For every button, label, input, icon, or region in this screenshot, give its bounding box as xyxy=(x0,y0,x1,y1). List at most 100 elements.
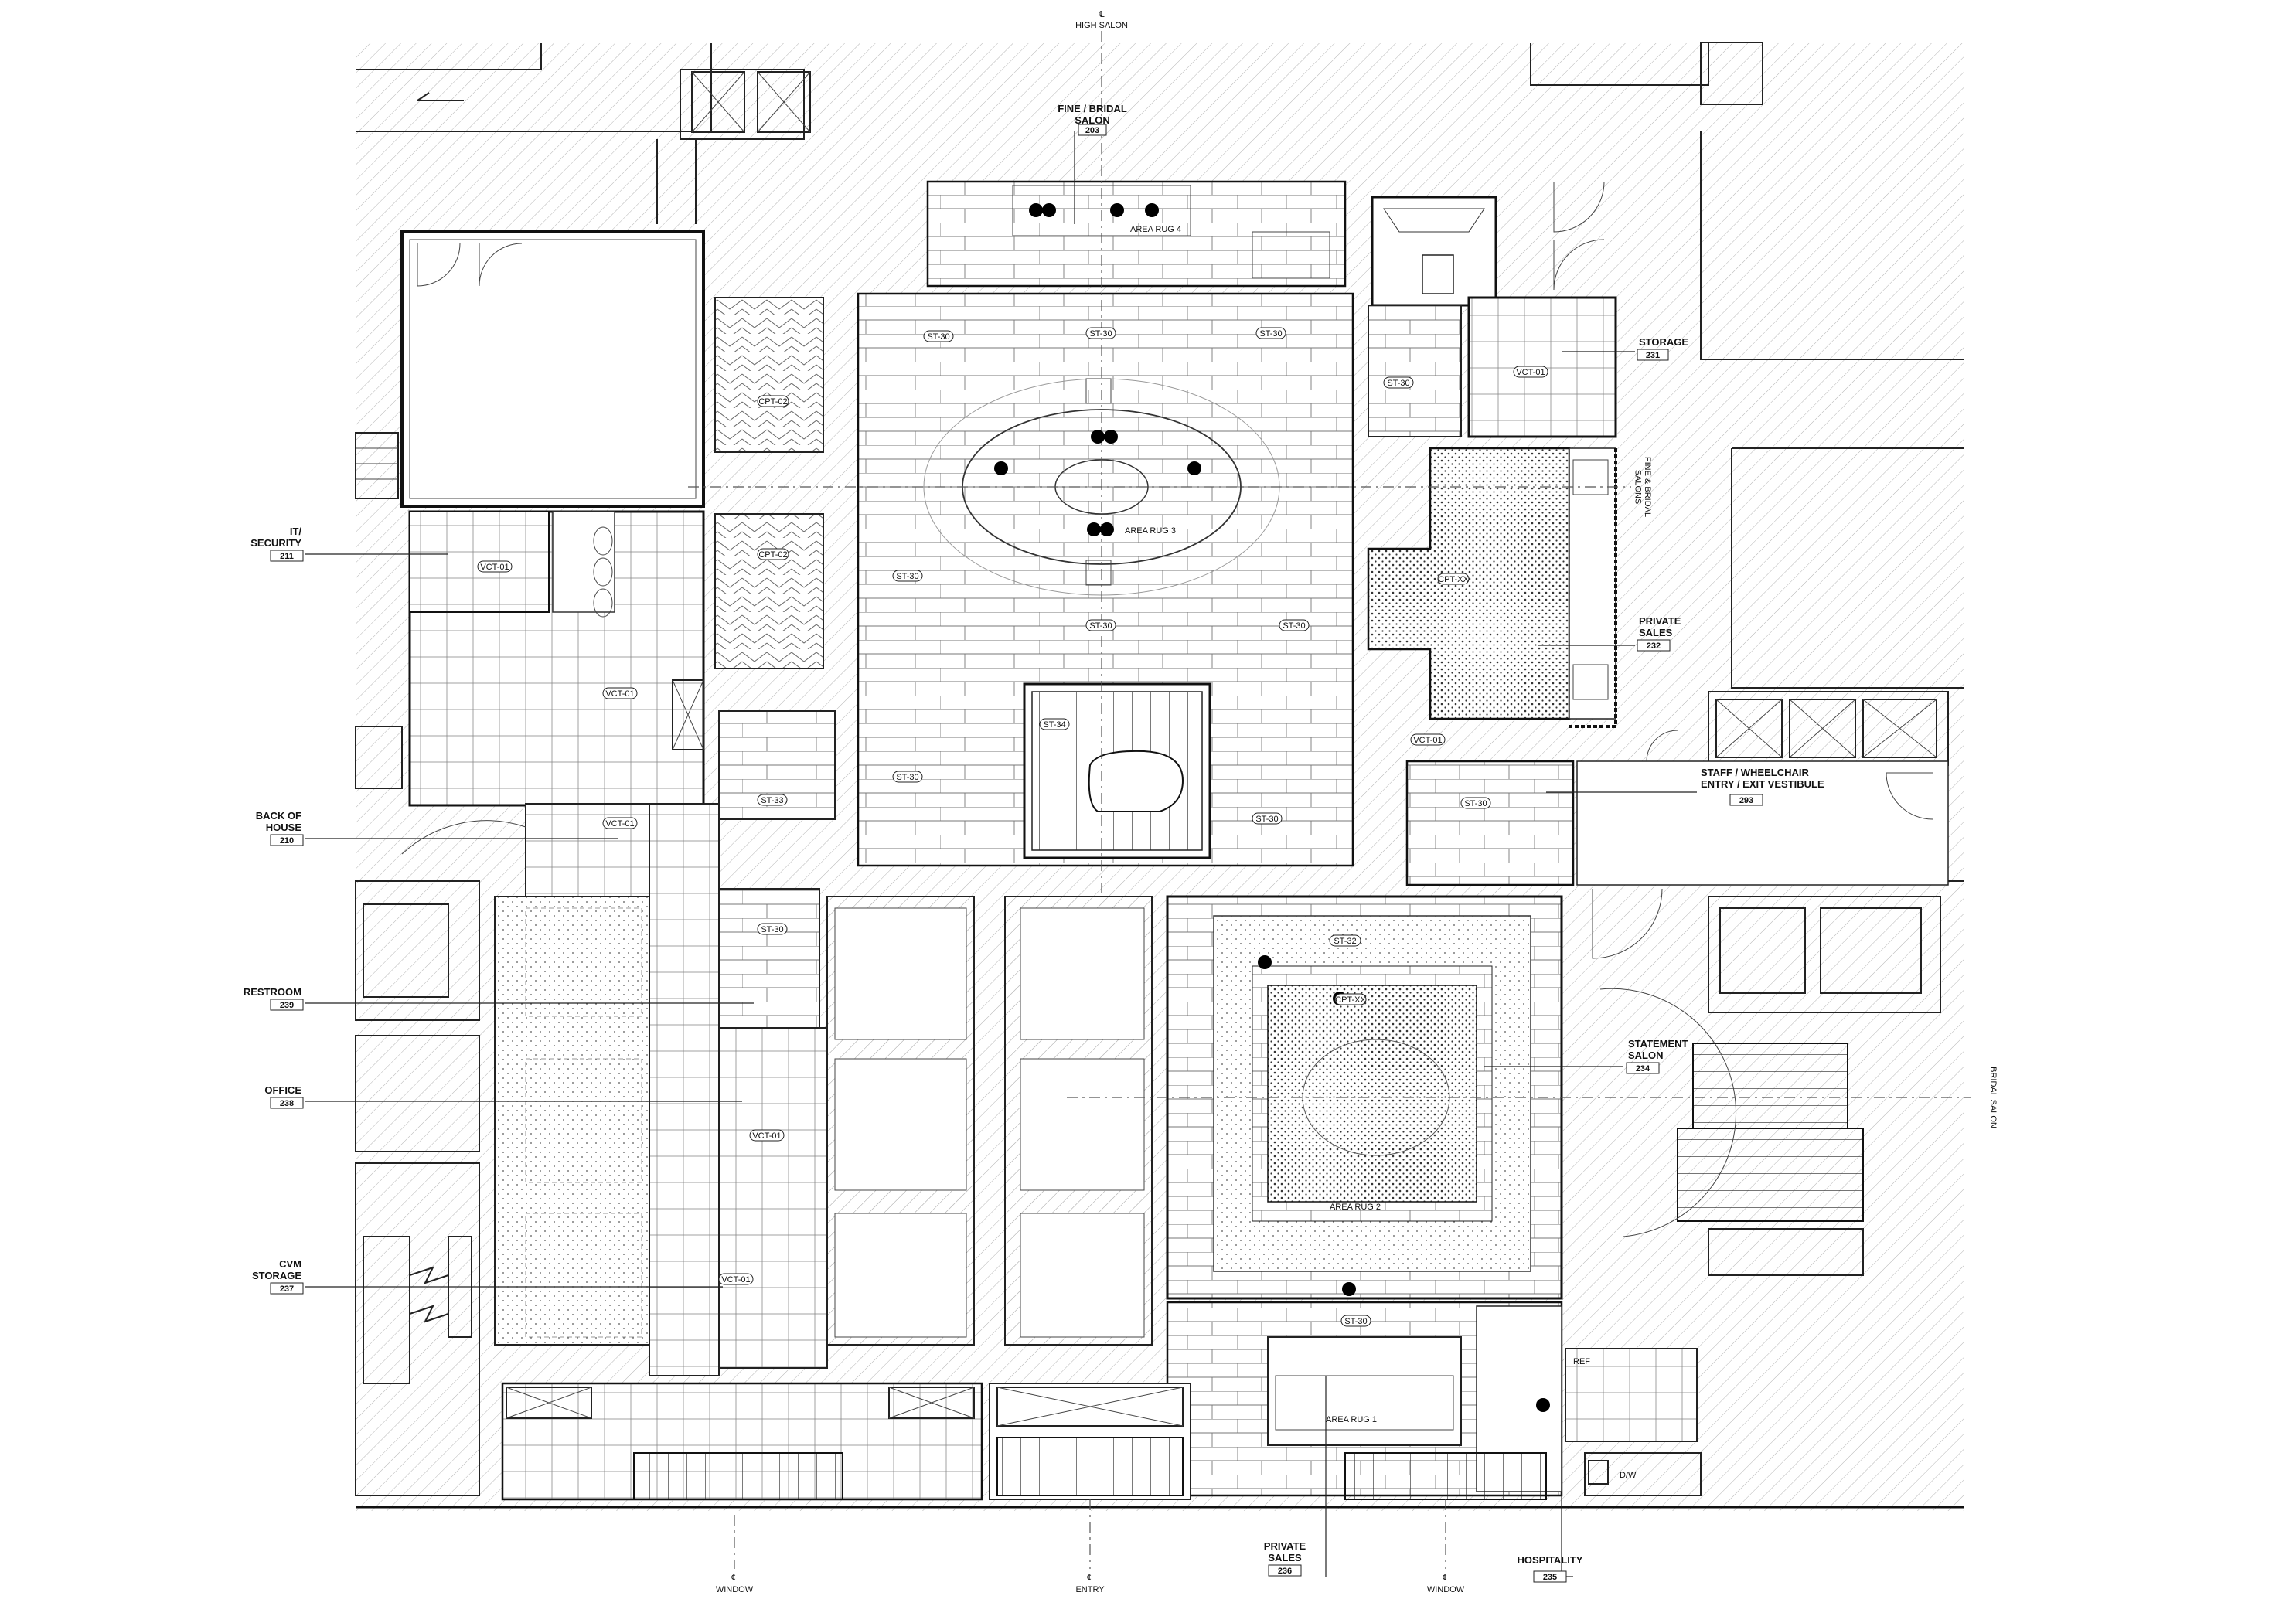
svg-text:WINDOW: WINDOW xyxy=(1427,1585,1465,1594)
fine-bridal-salon-floor xyxy=(857,180,1354,867)
finish-tag: ST-30 xyxy=(892,771,923,783)
cpt-02-strips xyxy=(714,297,836,1029)
svg-text:ST-32: ST-32 xyxy=(1334,937,1356,946)
axis-label-bridal-salon: BRIDAL SALON xyxy=(1988,1067,1998,1128)
svg-text:℄: ℄ xyxy=(731,1574,737,1583)
bottom-window-bays xyxy=(501,1382,1547,1501)
svg-text:HIGH SALON: HIGH SALON xyxy=(1075,21,1128,30)
svg-text:ST-30: ST-30 xyxy=(1464,799,1487,808)
svg-text:WINDOW: WINDOW xyxy=(716,1585,754,1594)
svg-text:℄: ℄ xyxy=(1098,10,1104,19)
svg-text:CPT-XX: CPT-XX xyxy=(1438,575,1469,584)
svg-text:ST-30: ST-30 xyxy=(1089,621,1112,631)
finish-tag: ST-33 xyxy=(757,794,788,806)
svg-text:D/W: D/W xyxy=(1620,1471,1637,1480)
finish-tags: ST-30 ST-30 ST-30 ST-30 ST-30 ST-30 ST-3… xyxy=(477,327,1548,1327)
svg-text:CPT-XX: CPT-XX xyxy=(1335,995,1366,1005)
svg-text:237: 237 xyxy=(280,1284,294,1294)
finish-tag: VCT-01 xyxy=(1410,733,1446,746)
elevator-core xyxy=(1368,181,1605,437)
staff-vestibule xyxy=(1405,730,1949,886)
leader-lines xyxy=(305,131,1697,1577)
axis-label-high-salon: ℄ HIGH SALON xyxy=(1075,10,1128,30)
svg-text:ST-30: ST-30 xyxy=(927,332,949,342)
svg-text:VCT-01: VCT-01 xyxy=(721,1275,750,1284)
svg-text:239: 239 xyxy=(280,1001,294,1010)
axis-label-fine-bridal-salons: FINE & BRIDALSALONS xyxy=(1633,457,1652,517)
svg-text:234: 234 xyxy=(1636,1064,1650,1073)
svg-text:VCT-01: VCT-01 xyxy=(1413,736,1442,745)
svg-text:IT/SECURITY: IT/SECURITY xyxy=(250,526,301,549)
svg-text:235: 235 xyxy=(1543,1573,1557,1582)
svg-text:ST-30: ST-30 xyxy=(761,925,783,934)
finish-tag: VCT-01 xyxy=(602,817,638,829)
lower-rooms xyxy=(1166,1301,1702,1497)
finish-tag: ST-30 xyxy=(1085,327,1116,339)
svg-text:ST-30: ST-30 xyxy=(1259,329,1282,339)
finish-tag: VCT-01 xyxy=(1513,366,1548,378)
svg-text:STORAGE: STORAGE xyxy=(1639,336,1688,348)
svg-text:236: 236 xyxy=(1278,1567,1292,1576)
axis-label-window-right: ℄ WINDOW xyxy=(1427,1574,1465,1594)
svg-text:FINE / BRIDALSALON: FINE / BRIDALSALON xyxy=(1058,103,1127,126)
axis-label-entry: ℄ ENTRY xyxy=(1075,1574,1105,1594)
svg-text:ENTRY: ENTRY xyxy=(1075,1585,1105,1594)
svg-text:℄: ℄ xyxy=(1442,1574,1448,1583)
svg-text:FINE & BRIDALSALONS: FINE & BRIDALSALONS xyxy=(1633,457,1652,517)
finish-tag: ST-30 xyxy=(1460,797,1491,809)
room-label-office: OFFICE 238 xyxy=(264,1084,304,1109)
svg-text:ST-30: ST-30 xyxy=(1387,379,1409,388)
svg-text:VCT-01: VCT-01 xyxy=(480,563,509,572)
svg-text:232: 232 xyxy=(1647,641,1661,651)
svg-text:VCT-01: VCT-01 xyxy=(605,819,634,829)
svg-text:OFFICE: OFFICE xyxy=(264,1084,301,1096)
axis-label-window-left: ℄ WINDOW xyxy=(716,1574,754,1594)
finish-tag: ST-30 xyxy=(757,923,788,935)
room-label-hospitality: HOSPITALITY 235 xyxy=(1518,1554,1583,1583)
finish-tag: ST-30 xyxy=(1252,812,1283,825)
finish-tag: VCT-01 xyxy=(602,687,638,699)
svg-text:ST-30: ST-30 xyxy=(1283,621,1305,631)
left-rooms xyxy=(355,880,480,1496)
finish-tag: ST-30 xyxy=(892,570,923,582)
svg-text:ST-33: ST-33 xyxy=(761,796,783,805)
svg-text:VCT-01: VCT-01 xyxy=(752,1131,781,1141)
svg-text:231: 231 xyxy=(1646,351,1660,360)
svg-text:211: 211 xyxy=(280,552,294,561)
room-label-restroom: RESTROOM 239 xyxy=(244,986,304,1011)
svg-text:ST-30: ST-30 xyxy=(1344,1317,1367,1326)
svg-text:AREA RUG 4: AREA RUG 4 xyxy=(1130,225,1181,234)
svg-text:ST-34: ST-34 xyxy=(1043,720,1065,730)
svg-text:ST-30: ST-30 xyxy=(1089,329,1112,339)
finish-tag: CPT-02 xyxy=(757,548,789,560)
svg-text:ST-30: ST-30 xyxy=(896,773,918,782)
svg-text:REF: REF xyxy=(1573,1357,1590,1366)
svg-text:CPT-02: CPT-02 xyxy=(758,550,787,560)
finish-tag: ST-30 xyxy=(923,330,954,342)
finish-tag: ST-30 xyxy=(1340,1315,1371,1327)
finish-tag: ST-32 xyxy=(1329,934,1361,947)
lower-right-core xyxy=(1592,888,1941,1276)
finish-tag: ST-30 xyxy=(1279,619,1310,631)
svg-text:210: 210 xyxy=(280,836,294,846)
svg-text:RESTROOM: RESTROOM xyxy=(244,986,301,998)
svg-text:ST-30: ST-30 xyxy=(1255,815,1278,824)
svg-text:VCT-01: VCT-01 xyxy=(605,689,634,699)
svg-text:CPT-02: CPT-02 xyxy=(758,397,787,407)
centerlines xyxy=(688,31,1971,1569)
finish-tag: CPT-XX xyxy=(1437,573,1470,585)
finish-tag: VCT-01 xyxy=(749,1129,785,1142)
svg-text:AREA RUG 1: AREA RUG 1 xyxy=(1326,1415,1377,1424)
svg-text:℄: ℄ xyxy=(1086,1574,1092,1583)
svg-text:ST-30: ST-30 xyxy=(896,572,918,581)
room-label-storage: STORAGE 231 xyxy=(1637,336,1688,361)
